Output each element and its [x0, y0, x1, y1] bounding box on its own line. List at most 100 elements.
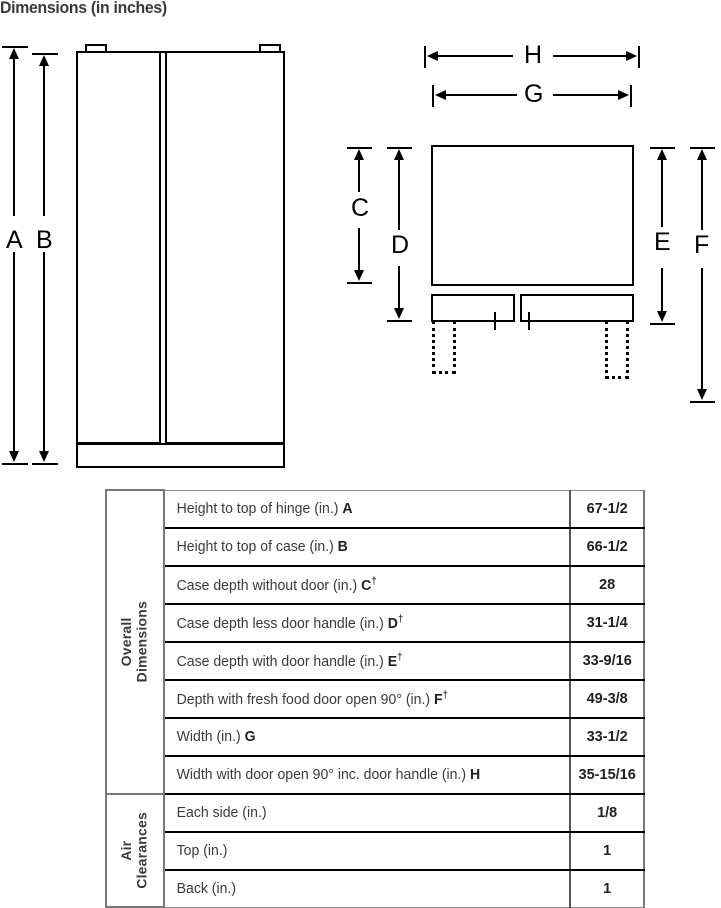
dim-h-right-extension [638, 46, 640, 68]
page-title: Dimensions (in inches) [0, 0, 167, 17]
door-gap-left-edge [159, 53, 161, 444]
table-row: Depth with fresh food door open 90° (in.… [106, 678, 645, 719]
row-description: Case depth with door handle (in.) E† [163, 640, 560, 681]
dim-g-arrowhead-right [618, 90, 629, 100]
dim-f-line-upper [701, 157, 703, 230]
dim-h-arrowhead-right [626, 51, 637, 61]
dim-d-arrowhead-bottom [394, 308, 404, 319]
fresh-food-door-panel [166, 51, 285, 444]
dim-c-bottom-tick [347, 282, 372, 284]
dim-f-top-tick [690, 147, 715, 149]
dim-d-line-lower [398, 266, 400, 308]
freezer-door-panel [76, 51, 160, 444]
row-value: 67-1/2 [569, 489, 645, 529]
dim-d-line-upper [398, 157, 400, 230]
case-top-outline [431, 145, 634, 286]
dim-label-c: C [351, 194, 370, 222]
dim-h-line-right [553, 55, 626, 57]
dim-f-arrowhead-top [697, 149, 707, 160]
row-value: 31-1/4 [569, 602, 645, 643]
group-label-text: Air Clearances [118, 811, 150, 889]
row-value: 33-1/2 [569, 716, 645, 757]
row-description: Height to top of hinge (in.) A [163, 489, 560, 529]
table-row: Top (in.)1 [106, 830, 645, 871]
dim-h-arrowhead-left [427, 51, 438, 61]
table-row: Overall Dimensions Height to top of hinge… [105, 489, 645, 795]
dim-f-arrowhead-bottom [697, 389, 707, 400]
dim-label-d: D [391, 231, 410, 259]
row-description: Each side (in.) [163, 792, 560, 833]
fresh-food-door-handle [528, 312, 530, 330]
freezer-door-handle [494, 312, 496, 330]
row-value: 1 [569, 868, 645, 908]
group-label-text: Overall Dimensions [118, 601, 150, 683]
dim-label-g: G [524, 80, 544, 108]
dimensions-table: Overall Dimensions Height to top of hinge… [105, 489, 645, 908]
dim-d-arrowhead-top [394, 149, 404, 160]
row-description: Case depth less door handle (in.) D† [163, 602, 560, 643]
row-value: 28 [569, 564, 645, 605]
row-key-letter: F [433, 691, 443, 708]
dagger-marker: † [397, 613, 404, 625]
dim-b-top-tick [32, 53, 58, 55]
row-value: 66-1/2 [569, 526, 645, 567]
dim-a-bottom-tick [2, 463, 28, 465]
row-description: Depth with fresh food door open 90° (in.… [163, 678, 560, 719]
dim-b-line-lower [43, 252, 45, 452]
dim-c-arrowhead-bottom [354, 270, 364, 281]
row-value: 33-9/16 [569, 640, 645, 681]
freezer-door-top [431, 294, 515, 322]
table-row: Case depth less door handle (in.) D†31-1… [106, 602, 645, 643]
row-description: Width (in.) G [163, 716, 560, 757]
dim-b-line-upper [43, 63, 45, 216]
door-gap-right-edge [165, 53, 167, 444]
dagger-marker: † [442, 689, 448, 701]
group-label-air-clearances: Air Clearances [105, 792, 165, 908]
dim-g-line-right [553, 94, 618, 96]
dim-a-line-upper [13, 56, 15, 216]
dim-f-bottom-tick [690, 401, 715, 403]
row-value: 35-15/16 [569, 754, 645, 795]
dagger-marker: † [371, 575, 377, 587]
dim-b-arrowhead-bottom [39, 451, 49, 462]
fresh-food-door-swing-dotted [605, 321, 629, 379]
dim-a-arrowhead-bottom [9, 451, 19, 462]
row-value: 49-3/8 [569, 678, 645, 719]
dim-a-top-tick [2, 46, 28, 48]
dim-a-arrowhead-top [9, 48, 19, 59]
dim-a-line-lower [13, 252, 15, 452]
dim-d-bottom-tick [387, 320, 412, 322]
dim-label-f: F [694, 231, 710, 259]
row-value: 1 [569, 830, 645, 871]
row-key-letter: G [244, 728, 256, 745]
table-row: Case depth without door (in.) C†28 [106, 564, 645, 605]
row-description: Height to top of case (in.) B [163, 526, 560, 567]
dim-d-top-tick [387, 147, 412, 149]
dim-h-line-left [437, 55, 513, 57]
dim-c-arrowhead-top [354, 149, 364, 160]
fresh-food-door-top [520, 294, 634, 322]
dim-label-e: E [654, 228, 671, 256]
dim-c-top-tick [347, 147, 372, 149]
row-key-letter: H [469, 766, 481, 783]
dim-g-left-extension [432, 85, 434, 107]
dim-b-arrowhead-top [39, 55, 49, 66]
row-key-letter: A [342, 500, 353, 517]
dim-e-arrowhead-top [657, 149, 667, 160]
dim-label-a: A [6, 226, 23, 254]
dim-g-line-left [445, 94, 517, 96]
table-row: Back (in.)1 [106, 868, 645, 908]
group-label-overall-dimensions: Overall Dimensions [105, 489, 165, 795]
dim-label-b: B [36, 226, 53, 254]
row-description: Width with door open 90° inc. door handl… [163, 754, 560, 795]
dim-f-line-lower [701, 268, 703, 389]
dim-h-left-extension [424, 46, 426, 68]
dim-g-right-extension [630, 85, 632, 107]
row-key-letter: B [337, 538, 348, 555]
dim-e-line-upper [661, 157, 663, 227]
dim-g-arrowhead-left [435, 90, 446, 100]
row-description: Back (in.) [163, 868, 560, 908]
